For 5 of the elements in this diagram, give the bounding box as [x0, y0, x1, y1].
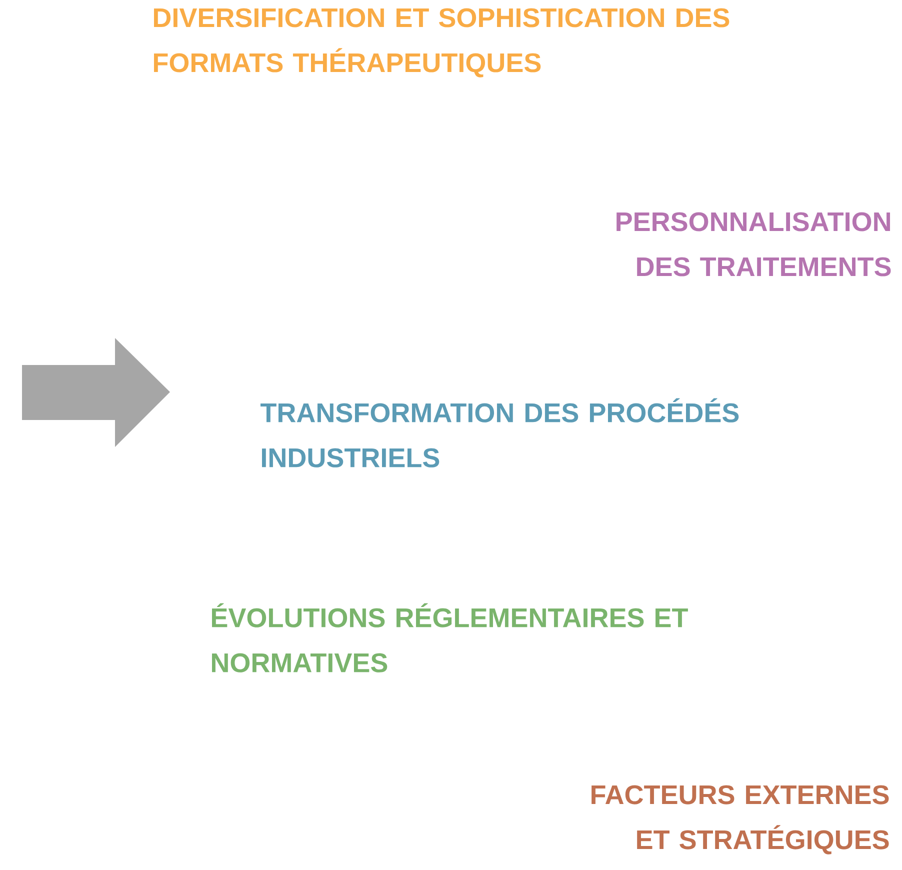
heading-text: FACTEURS EXTERNES ET STRATÉGIQUES [592, 785, 889, 854]
heading-text: ÉVOLUTIONS RÉGLEMENTAIRES ET NORMATIVES [212, 603, 688, 672]
heading-text: TRANSFORMATION DES PROCÉDÉS INDUSTRIELS [260, 398, 739, 468]
heading-text: DIVERSIFICATION ET SOPHISTICATION DES FORMATS THÉRAPEUTIQUES [154, 8, 730, 78]
heading-text: PERSONNALISATION DES TRAITEMENTS [616, 212, 891, 276]
